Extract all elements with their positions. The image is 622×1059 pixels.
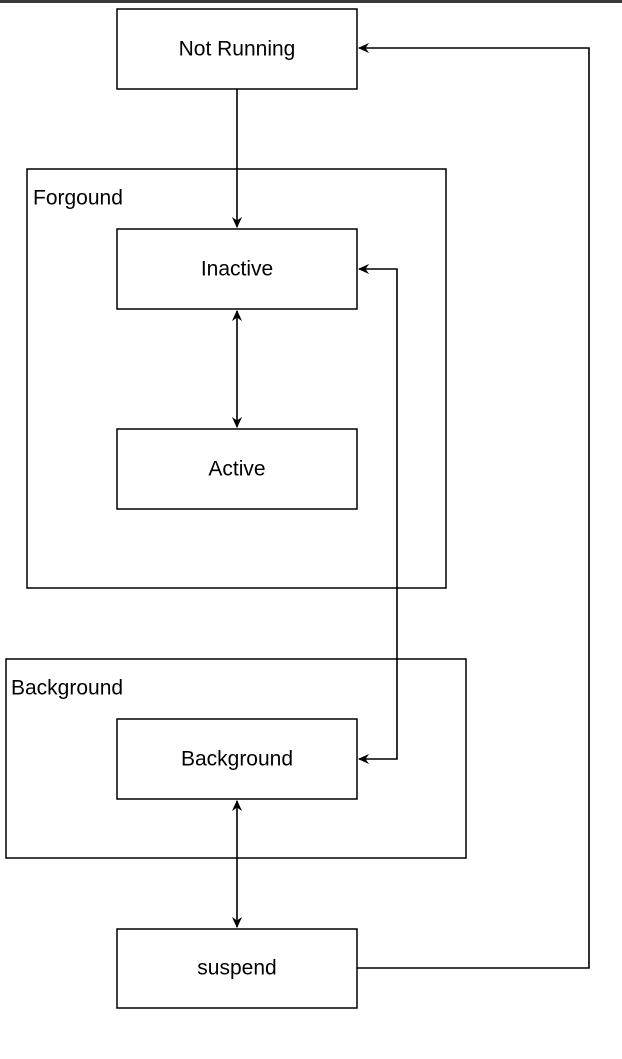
- node-inactive[interactable]: Inactive: [116, 228, 358, 310]
- node-inactive-label: Inactive: [201, 258, 273, 281]
- window-top-border: [0, 0, 622, 3]
- edges: [231, 42, 590, 969]
- node-not-running-label: Not Running: [179, 38, 296, 61]
- node-background[interactable]: Background: [116, 718, 358, 800]
- node-suspend[interactable]: suspend: [116, 928, 358, 1009]
- edge-suspend-to-not-running: [357, 42, 590, 969]
- group-foreground-label: Forgound: [33, 187, 123, 210]
- node-active-label: Active: [208, 458, 265, 481]
- edge-background-inactive: [357, 263, 398, 765]
- node-suspend-label: suspend: [197, 957, 276, 980]
- group-background-label: Background: [11, 677, 123, 700]
- node-background-label: Background: [181, 748, 293, 771]
- node-not-running[interactable]: Not Running: [116, 8, 358, 90]
- node-active[interactable]: Active: [116, 428, 358, 510]
